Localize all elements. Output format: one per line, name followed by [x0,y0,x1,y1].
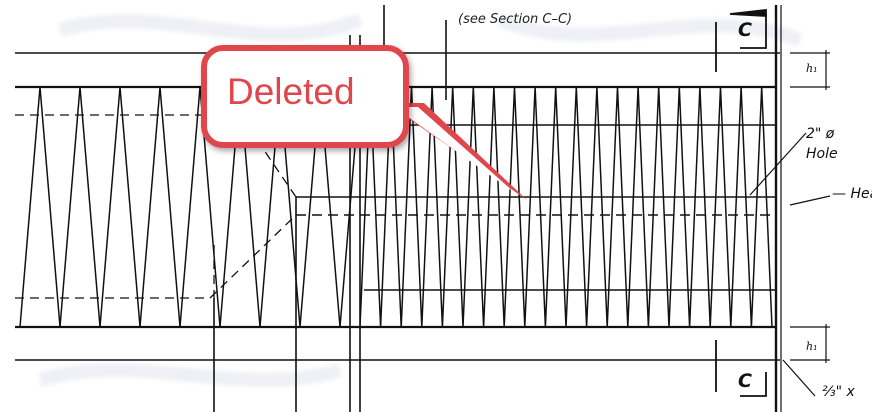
callout-label: Deleted [227,71,355,112]
dimension-label-top: h₁ [806,62,818,75]
hole-note-size: 2" ø [806,126,835,142]
leader-lines [749,132,831,397]
head-plate [295,196,776,412]
bottom-dimension-note: ⅔" x [822,384,855,400]
zigzag-stirrup-coarse [19,86,361,328]
hole-note-label: Hole [806,146,838,162]
section-marker-top: C [738,19,752,41]
section-reference-note: (see Section C–C) [458,12,573,27]
zigzag-stirrup-fine [359,86,773,328]
head-note: — Hea [832,186,872,202]
hole-note: 2" ø Hole [806,124,838,164]
zigzag-stirrups [19,86,773,328]
section-marker-bottom: C [738,370,752,392]
faint-background-watermark [37,13,803,387]
section-cut-brackets [715,8,767,397]
dimension-label-bottom: h₁ [806,340,818,353]
dimension-ticks [790,50,830,363]
callout-tail [386,103,527,200]
deleted-callout: Deleted [201,45,409,148]
